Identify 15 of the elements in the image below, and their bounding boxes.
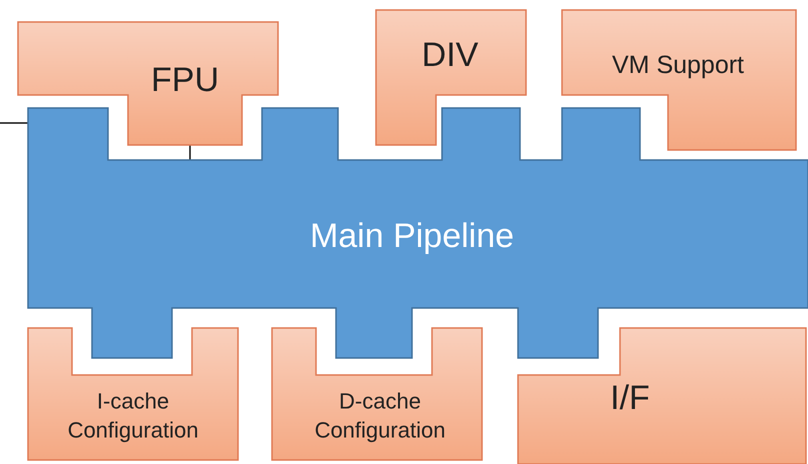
module-block (28, 328, 238, 460)
module-block (376, 10, 526, 145)
connector-line (0, 122, 28, 124)
block-label: FPU (151, 60, 219, 101)
block-label: DIV (422, 34, 478, 76)
module-block (518, 328, 806, 464)
module-block (18, 22, 278, 145)
block-label: VM Support (612, 50, 744, 81)
block-label: I/F (610, 378, 650, 419)
module-block (562, 10, 796, 150)
block-label: D-cache Configuration (314, 387, 446, 444)
module-block (272, 328, 482, 460)
block-label: I-cache Configuration (66, 387, 200, 444)
connector-line (189, 145, 191, 160)
block-label: Main Pipeline (310, 216, 514, 257)
